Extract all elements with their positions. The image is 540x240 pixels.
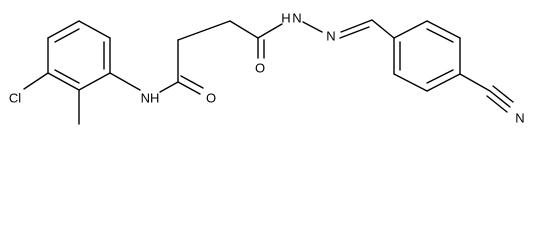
hydrazide-h-label: H: [281, 11, 290, 26]
chlorine-label: Cl: [9, 91, 21, 106]
nh-to-carbonyl-bond: [159, 81, 179, 93]
ring1-bond: [47, 20, 80, 39]
carbonyl1-to-oxygen-bond: [177, 81, 201, 95]
ring1-bond: [78, 72, 111, 91]
ring1-double-bond: [54, 69, 80, 84]
ring2-bond: [393, 20, 428, 39]
imine-n-label: N: [326, 29, 335, 44]
hydrazide-n-label: N: [292, 11, 301, 26]
ring2-double-bond: [426, 69, 454, 84]
ring-to-nh-bond: [109, 72, 141, 91]
ring1-bond: [78, 20, 111, 39]
ring1-bond: [47, 72, 80, 91]
carbonyl2-to-nh-bond: [257, 23, 283, 39]
cyanophenyl-ring: [393, 20, 461, 92]
cl-bond: [23, 72, 49, 90]
hydrazide-oxygen-label: O: [255, 61, 265, 76]
amide-nh-label: NH: [141, 91, 160, 106]
ring1-double-bond: [54, 28, 80, 43]
ring2-double-bond: [426, 28, 454, 43]
n-n-bond: [302, 21, 323, 33]
ring2-bond: [393, 73, 428, 92]
ch-to-ring-bond: [371, 19, 395, 39]
nitrile-triple-bond: [486, 95, 508, 113]
nitrile-n-label: N: [515, 111, 524, 126]
ring2-bond: [426, 73, 461, 92]
ring2-bond: [426, 20, 461, 39]
molecule-diagram: Cl NH O O H N N N: [9, 11, 525, 126]
amide-oxygen-label: O: [206, 91, 216, 106]
chain-bond: [177, 20, 231, 41]
imine-double-bond: [339, 26, 370, 39]
ring-to-nitrile-bond: [459, 73, 491, 92]
nitrile-triple-bond: [489, 90, 511, 108]
imine-n-c-bond: [340, 19, 373, 33]
chloromethylphenyl-ring: [47, 20, 111, 91]
chain-bond: [229, 20, 259, 39]
nitrile-triple-bond: [492, 85, 514, 103]
carbonyl1-to-oxygen-double: [180, 75, 204, 89]
